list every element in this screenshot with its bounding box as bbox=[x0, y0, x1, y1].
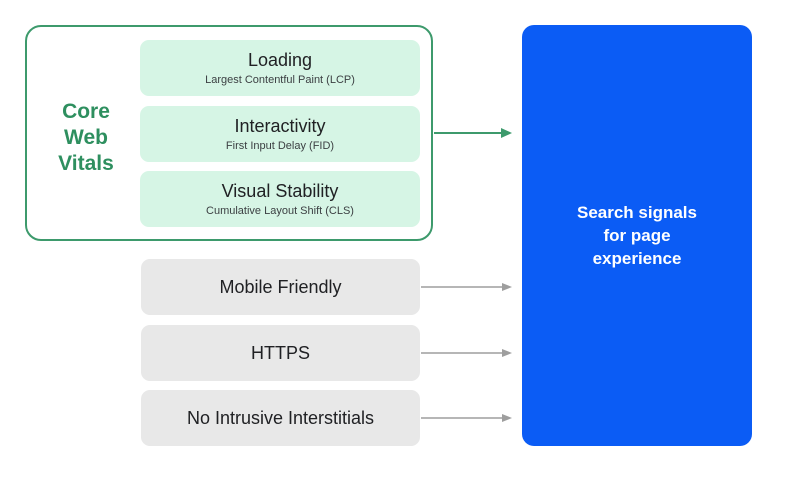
core-web-vitals-label-line: Core bbox=[62, 100, 110, 123]
metric-title: Interactivity bbox=[234, 116, 326, 136]
metric-subtitle: Largest Contentful Paint (LCP) bbox=[205, 74, 355, 86]
target-label-line: experience bbox=[592, 249, 682, 268]
signal-https-box: HTTPS bbox=[141, 325, 420, 381]
core-web-vitals-label-line: Web bbox=[64, 126, 108, 149]
signal-label: HTTPS bbox=[250, 343, 310, 363]
metric-subtitle: Cumulative Layout Shift (CLS) bbox=[206, 205, 354, 217]
interstitials-arrow bbox=[421, 414, 512, 422]
signal-label: No Intrusive Interstitials bbox=[186, 408, 375, 428]
signal-label: Mobile Friendly bbox=[219, 277, 342, 297]
metric-visual-stability-box: Visual Stability Cumulative Layout Shift… bbox=[140, 171, 420, 227]
metric-interactivity-box: Interactivity First Input Delay (FID) bbox=[140, 106, 420, 162]
metric-title: Loading bbox=[247, 50, 313, 70]
target-label-line: for page bbox=[603, 226, 671, 245]
target-label-line: Search signals bbox=[576, 203, 697, 222]
signal-mobile-friendly-box: Mobile Friendly bbox=[141, 259, 420, 315]
core-web-vitals-label: Core Web Vitals bbox=[44, 99, 128, 177]
target-label: Search signals for page experience bbox=[522, 201, 752, 270]
metric-loading-box: Loading Largest Contentful Paint (LCP) bbox=[140, 40, 420, 96]
signal-no-intrusive-interstitials-box: No Intrusive Interstitials bbox=[141, 390, 420, 446]
search-signals-target-box: Search signals for page experience bbox=[522, 25, 752, 446]
core-web-vitals-label-line: Vitals bbox=[58, 152, 114, 175]
metric-title: Visual Stability bbox=[221, 181, 339, 201]
cwv-arrow bbox=[434, 128, 512, 138]
metric-subtitle: First Input Delay (FID) bbox=[225, 140, 335, 152]
mobile-friendly-arrow bbox=[421, 283, 512, 291]
https-arrow bbox=[421, 349, 512, 357]
